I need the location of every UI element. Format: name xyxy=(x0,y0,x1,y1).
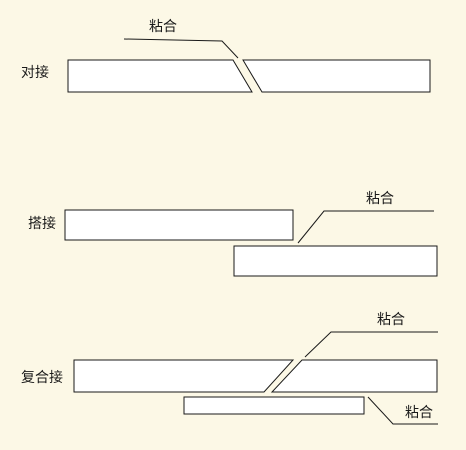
lap-glue-label: 粘合 xyxy=(366,191,394,207)
compound-glue-leader-bottom xyxy=(367,396,438,425)
butt-left-panel xyxy=(67,59,253,93)
compound-right-panel xyxy=(270,359,438,393)
butt-right-panel xyxy=(242,59,431,93)
compound-glue-leader-top xyxy=(304,331,438,358)
butt-joint-label: 对接 xyxy=(21,65,49,81)
butt-glue-leader xyxy=(123,38,239,59)
compound-glue-label-top: 粘合 xyxy=(377,312,405,328)
lap-upper-panel xyxy=(64,209,294,241)
lap-glue-leader xyxy=(297,210,434,244)
compound-backing-strip xyxy=(183,396,365,415)
compound-left-panel xyxy=(73,359,295,393)
compound-glue-label-bottom: 粘合 xyxy=(405,405,433,421)
butt-glue-label: 粘合 xyxy=(149,19,177,35)
lap-joint-label: 搭接 xyxy=(28,216,56,232)
lap-lower-panel xyxy=(233,245,438,277)
compound-joint-label: 复合接 xyxy=(21,370,63,386)
